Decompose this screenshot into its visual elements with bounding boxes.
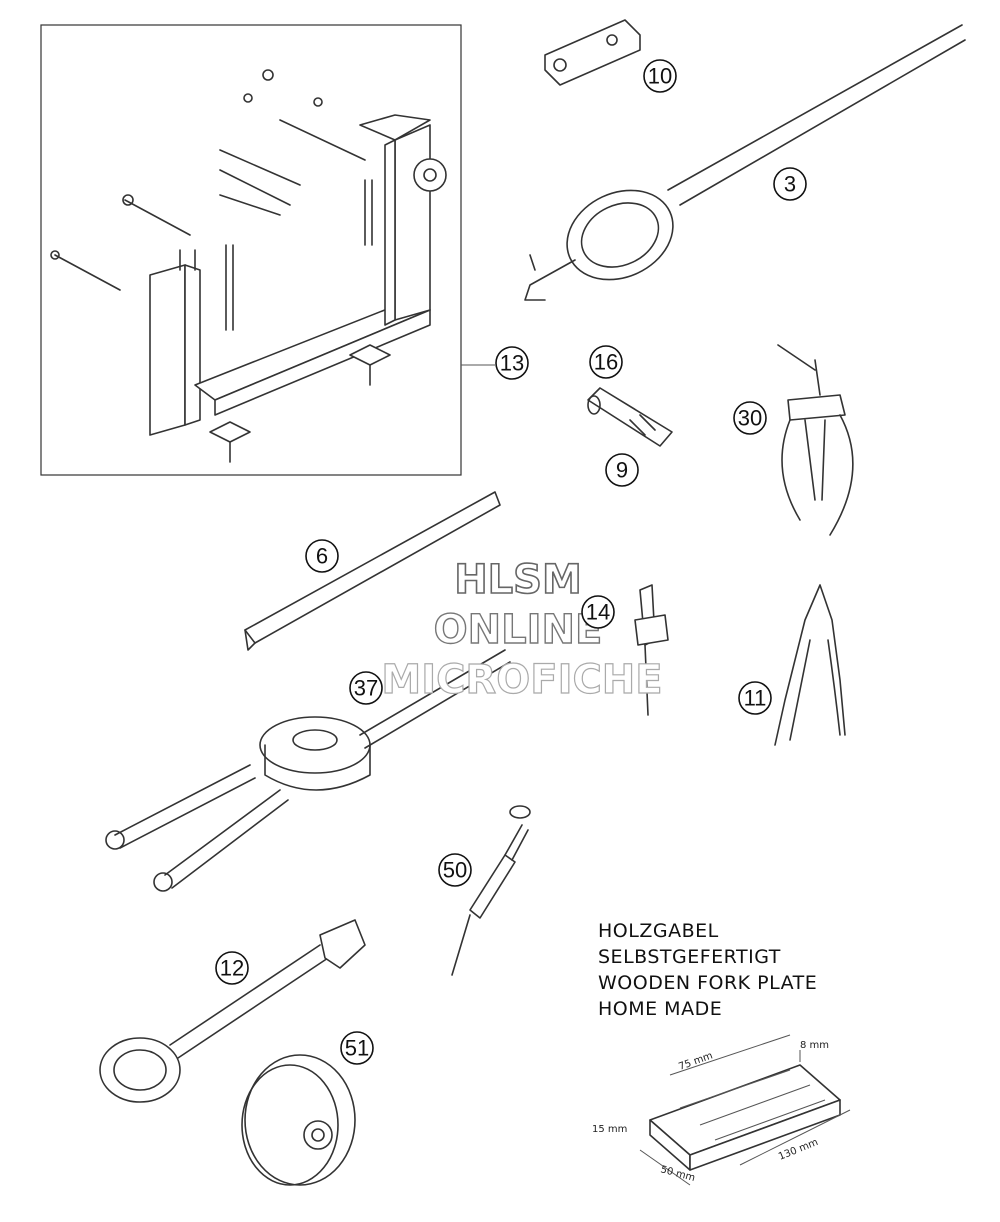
callout-37-label: 37 bbox=[354, 676, 378, 701]
callout-3-label: 3 bbox=[784, 172, 796, 197]
callout-50: 50 bbox=[438, 853, 472, 887]
wooden-fork-line-1: HOLZGABEL bbox=[598, 920, 719, 942]
callout-6-label: 6 bbox=[316, 544, 328, 569]
part-12-hook-wrench bbox=[99, 919, 366, 1103]
part-51-gear bbox=[241, 1054, 356, 1186]
part-50-syringe bbox=[451, 805, 531, 976]
dim-length: 130 mm bbox=[777, 1137, 820, 1163]
callout-51-label: 51 bbox=[345, 1036, 369, 1061]
engine-stand-assembly bbox=[40, 24, 495, 476]
callout-51: 51 bbox=[340, 1031, 374, 1065]
callout-16: 16 bbox=[589, 345, 623, 379]
callout-14: 14 bbox=[581, 595, 615, 629]
callout-10: 10 bbox=[643, 59, 677, 93]
wooden-fork-plate-sketch bbox=[639, 1034, 851, 1186]
wooden-fork-line-2: SELBSTGEFERTIGT bbox=[598, 946, 781, 968]
callout-9: 9 bbox=[605, 453, 639, 487]
part-11-pliers bbox=[774, 584, 846, 746]
callout-10-label: 10 bbox=[648, 64, 672, 89]
part-37-ring-wrench bbox=[105, 649, 511, 892]
callout-9-label: 9 bbox=[616, 458, 628, 483]
callout-50-label: 50 bbox=[443, 858, 467, 883]
dim-side-height: 15 mm bbox=[592, 1124, 627, 1135]
watermark-line-3: MICROFICHE bbox=[381, 657, 662, 703]
part-30-puller bbox=[777, 344, 854, 536]
callout-3: 3 bbox=[773, 167, 807, 201]
callout-12: 12 bbox=[215, 951, 249, 985]
part-16-9-pin-set bbox=[587, 387, 673, 447]
part-6-long-plate bbox=[244, 491, 501, 651]
part-14-tool bbox=[634, 584, 669, 716]
callout-13-label: 13 bbox=[500, 351, 524, 376]
dim-top-length: 75 mm bbox=[677, 1050, 714, 1072]
dim-thickness: 8 mm bbox=[800, 1040, 829, 1051]
callout-37: 37 bbox=[349, 671, 383, 705]
callout-30-label: 30 bbox=[738, 406, 762, 431]
watermark-line-2: ONLINE bbox=[434, 607, 603, 653]
wooden-fork-line-4: HOME MADE bbox=[598, 998, 722, 1020]
watermark-line-1: HLSM bbox=[454, 557, 582, 603]
part-3-holding-wrench bbox=[524, 24, 966, 301]
callout-11-label: 11 bbox=[744, 686, 767, 711]
wooden-fork-line-3: WOODEN FORK PLATE bbox=[598, 972, 817, 994]
callout-11: 11 bbox=[738, 681, 772, 715]
callout-12-label: 12 bbox=[220, 956, 244, 981]
callout-30: 30 bbox=[733, 401, 767, 435]
callout-16-label: 16 bbox=[594, 350, 618, 375]
callout-6: 6 bbox=[305, 539, 339, 573]
part-10-plate bbox=[544, 19, 641, 86]
callout-13: 13 bbox=[495, 346, 529, 380]
callout-14-label: 14 bbox=[586, 600, 610, 625]
